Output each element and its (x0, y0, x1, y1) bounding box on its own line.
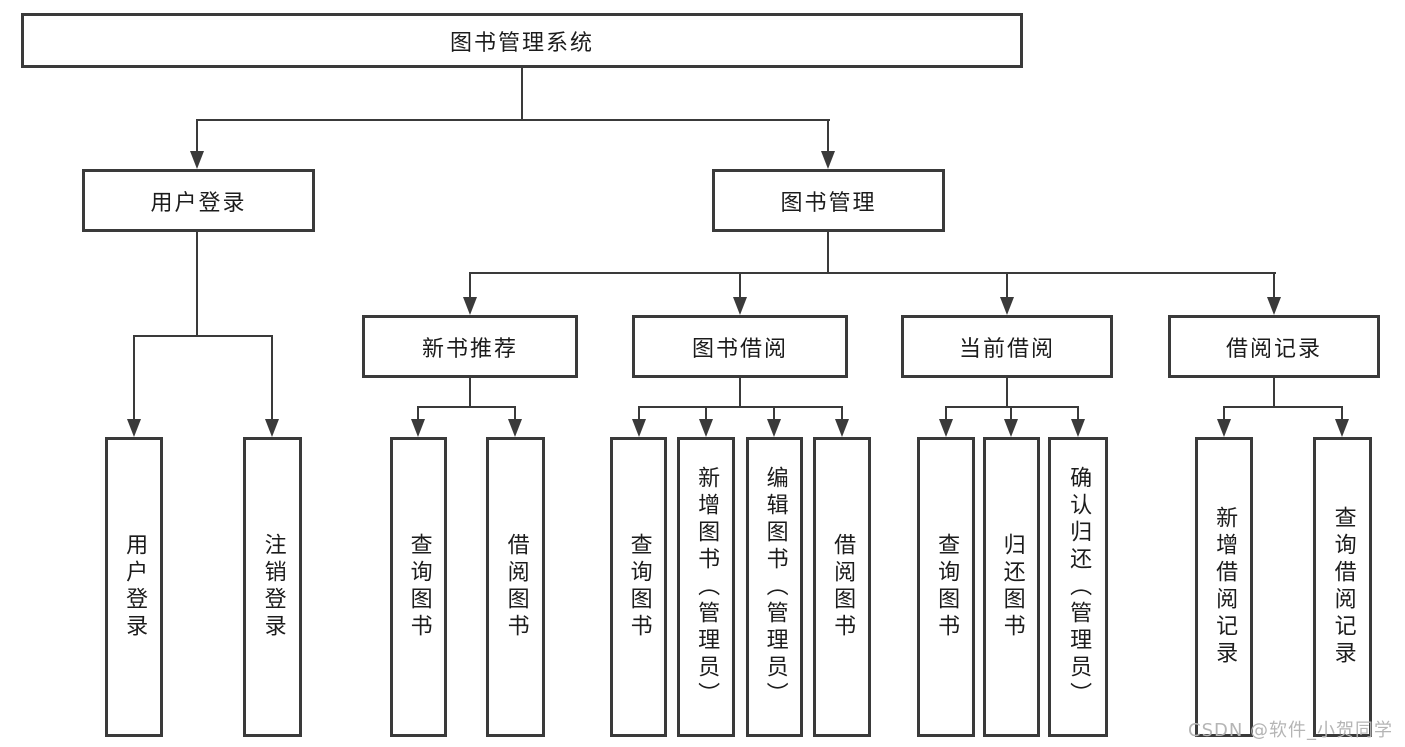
leaf-add-borrow-record-label: 新增借阅记录 (1212, 506, 1238, 668)
arrow-down-icon (835, 419, 849, 437)
connector-line (773, 406, 775, 421)
leaf-query-books-current-label: 查询图书 (934, 533, 960, 641)
connector-line (196, 119, 830, 121)
leaf-query-books-borrow: 查询图书 (610, 437, 667, 737)
arrow-down-icon (767, 419, 781, 437)
csdn-watermark: CSDN @软件_小贺同学 (1188, 720, 1394, 741)
leaf-query-books-recommend-label: 查询图书 (406, 533, 432, 641)
node-borrow-records-label: 借阅记录 (1225, 336, 1322, 362)
arrow-down-icon (733, 297, 747, 315)
node-root: 图书管理系统 (21, 13, 1023, 68)
arrow-down-icon (508, 419, 522, 437)
node-user-login: 用户登录 (82, 169, 315, 232)
leaf-logout: 注销登录 (243, 437, 302, 737)
connector-line (1273, 378, 1275, 408)
arrow-down-icon (127, 419, 141, 437)
arrow-down-icon (821, 151, 835, 169)
connector-line (133, 335, 135, 421)
leaf-query-books-recommend: 查询图书 (390, 437, 447, 737)
connector-line (1223, 406, 1225, 421)
connector-line (638, 406, 843, 408)
connector-line (469, 378, 471, 408)
node-user-login-label: 用户登录 (150, 190, 247, 216)
connector-line (638, 406, 640, 421)
arrow-down-icon (1335, 419, 1349, 437)
node-book-management: 图书管理 (712, 169, 945, 232)
arrow-down-icon (939, 419, 953, 437)
leaf-add-books-admin-label: 新增图书（管理员） (694, 465, 720, 709)
node-new-book-recommend: 新书推荐 (362, 315, 578, 378)
leaf-return-books: 归还图书 (983, 437, 1040, 737)
connector-line (739, 378, 741, 408)
leaf-query-books-borrow-label: 查询图书 (626, 533, 652, 641)
connector-line (514, 406, 516, 421)
node-current-borrow-label: 当前借阅 (958, 336, 1055, 362)
leaf-borrow-books-recommend-label: 借阅图书 (503, 533, 529, 641)
arrow-down-icon (190, 151, 204, 169)
leaf-edit-books-admin-label: 编辑图书（管理员） (762, 465, 788, 709)
connector-line (705, 406, 707, 421)
connector-line (196, 120, 198, 154)
connector-line (945, 406, 947, 421)
connector-line (1223, 406, 1343, 408)
node-new-book-recommend-label: 新书推荐 (421, 336, 518, 362)
arrow-down-icon (1071, 419, 1085, 437)
arrow-down-icon (411, 419, 425, 437)
arrow-down-icon (1267, 297, 1281, 315)
leaf-borrow-books-label: 借阅图书 (830, 533, 856, 641)
node-current-borrow: 当前借阅 (901, 315, 1113, 378)
node-book-management-label: 图书管理 (780, 190, 877, 216)
node-root-label: 图书管理系统 (449, 30, 594, 56)
node-book-borrow: 图书借阅 (632, 315, 848, 378)
connector-line (1010, 406, 1012, 421)
leaf-return-books-label: 归还图书 (999, 533, 1025, 641)
arrow-down-icon (699, 419, 713, 437)
leaf-query-borrow-record-label: 查询借阅记录 (1330, 506, 1356, 668)
arrow-down-icon (1004, 419, 1018, 437)
connector-line (1006, 272, 1008, 300)
leaf-edit-books-admin: 编辑图书（管理员） (746, 437, 803, 737)
node-borrow-records: 借阅记录 (1168, 315, 1380, 378)
leaf-add-books-admin: 新增图书（管理员） (677, 437, 735, 737)
connector-line (827, 232, 829, 273)
connector-line (469, 272, 471, 300)
connector-line (521, 68, 523, 121)
leaf-user-login-label: 用户登录 (122, 533, 148, 641)
connector-line (196, 232, 198, 337)
connector-line (841, 406, 843, 421)
connector-line (417, 406, 516, 408)
connector-line (1273, 272, 1275, 300)
leaf-confirm-return-admin-label: 确认归还（管理员） (1066, 465, 1092, 709)
leaf-query-books-current: 查询图书 (917, 437, 975, 737)
connector-line (469, 272, 1276, 274)
leaf-confirm-return-admin: 确认归还（管理员） (1048, 437, 1108, 737)
connector-line (1341, 406, 1343, 421)
arrow-down-icon (632, 419, 646, 437)
arrow-down-icon (1217, 419, 1231, 437)
connector-line (1077, 406, 1079, 421)
connector-line (133, 335, 273, 337)
leaf-user-login: 用户登录 (105, 437, 163, 737)
connector-line (827, 120, 829, 154)
arrow-down-icon (1000, 297, 1014, 315)
connector-line (1006, 378, 1008, 408)
connector-line (417, 406, 419, 421)
arrow-down-icon (463, 297, 477, 315)
connector-line (271, 335, 273, 421)
connector-line (945, 406, 1079, 408)
leaf-add-borrow-record: 新增借阅记录 (1195, 437, 1253, 737)
leaf-borrow-books: 借阅图书 (813, 437, 871, 737)
leaf-borrow-books-recommend: 借阅图书 (486, 437, 545, 737)
leaf-logout-label: 注销登录 (260, 533, 286, 641)
leaf-query-borrow-record: 查询借阅记录 (1313, 437, 1372, 737)
arrow-down-icon (265, 419, 279, 437)
connector-line (739, 272, 741, 300)
node-book-borrow-label: 图书借阅 (691, 336, 788, 362)
